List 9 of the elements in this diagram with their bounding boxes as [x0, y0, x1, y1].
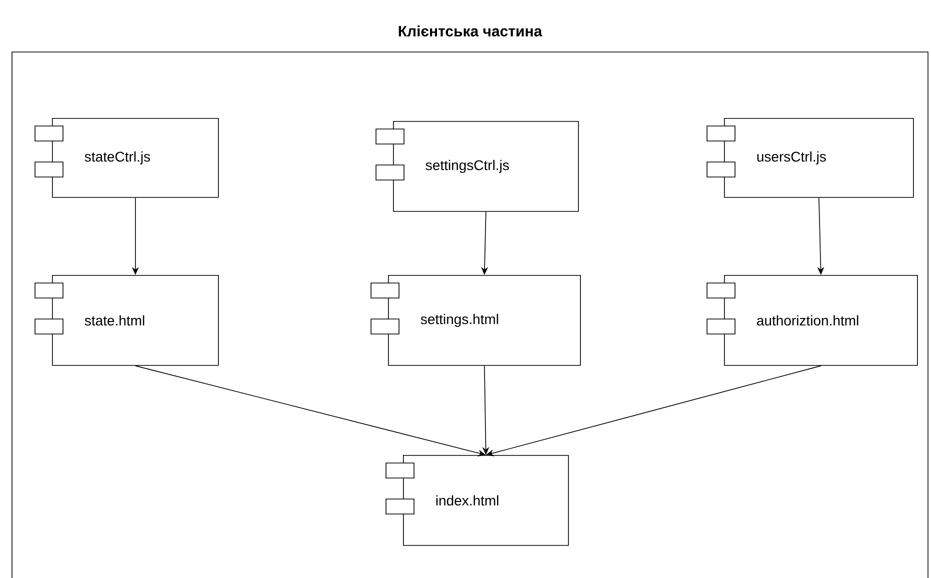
component-box: settings.html	[370, 275, 581, 366]
component-box: authoriztion.html	[706, 275, 918, 366]
frame	[12, 52, 928, 578]
component-box: usersCtrl.js	[706, 118, 914, 198]
component-box: index.html	[386, 455, 569, 546]
component-box: settingsCtrl.js	[376, 121, 579, 212]
frame-title: Клієнтська частина	[398, 25, 542, 36]
component-box: stateCtrl.js	[34, 118, 219, 198]
component-box: state.html	[34, 275, 219, 366]
